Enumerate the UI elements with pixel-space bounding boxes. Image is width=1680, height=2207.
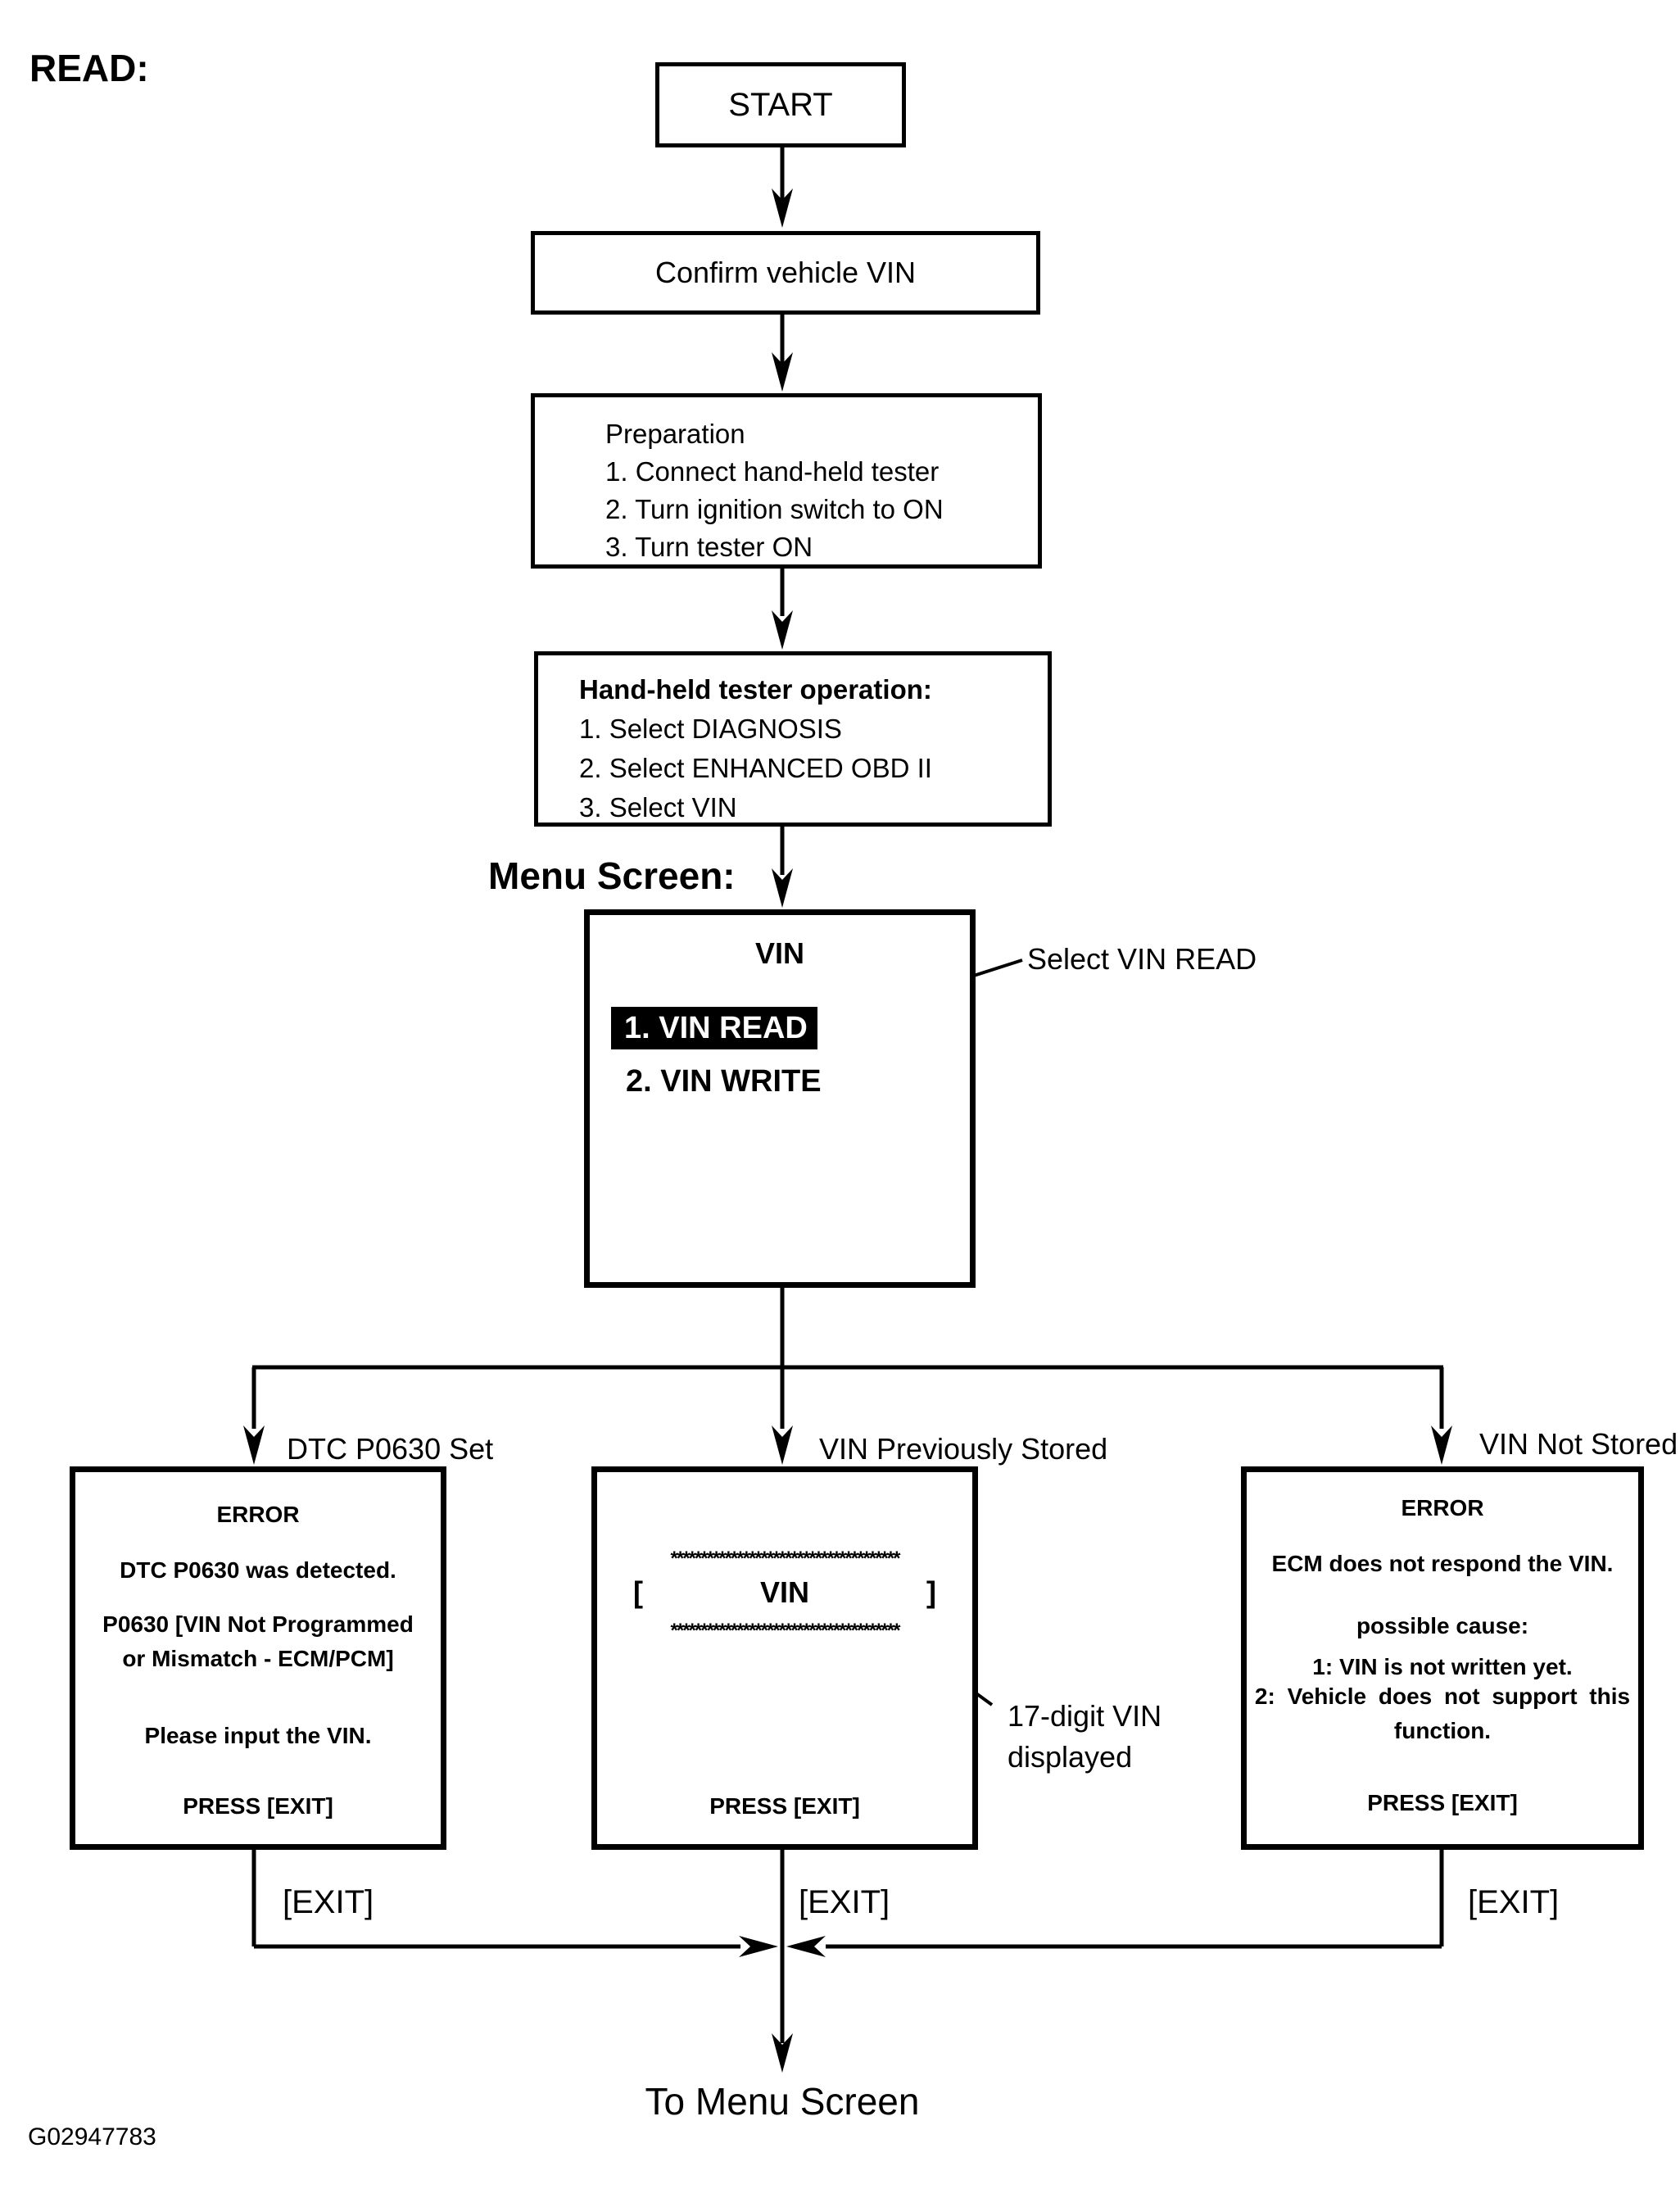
error-ecm-line-1: ECM does not respond the VIN. — [1271, 1551, 1614, 1576]
exit-label-right: [EXIT] — [1468, 1884, 1560, 1920]
vin-display-press-exit: PRESS [EXIT] — [709, 1793, 860, 1819]
error-dtc-line-4: Please input the VIN. — [144, 1723, 372, 1748]
preparation-step-3: 3. Turn tester ON — [605, 532, 813, 562]
error-ecm-line-3: 1: VIN is not written yet. — [1312, 1654, 1573, 1679]
exit-label-middle: [EXIT] — [799, 1884, 890, 1920]
menu-item-vin-read-highlighted: 1. VIN READ — [611, 1007, 817, 1049]
bracket-close: ] — [926, 1575, 936, 1609]
branch-label-not-stored: VIN Not Stored — [1479, 1427, 1678, 1461]
error-dtc-press-exit: PRESS [EXIT] — [183, 1793, 333, 1819]
error-ecm-line-2: possible cause: — [1356, 1613, 1529, 1638]
arrowhead-merge-from-right — [786, 1936, 826, 1957]
arrowhead-into-vin-display — [772, 1425, 793, 1465]
error-ecm-press-exit: PRESS [EXIT] — [1367, 1790, 1518, 1815]
preparation-title: Preparation — [605, 419, 745, 449]
tester-operation-step-3: 3. Select VIN — [579, 792, 737, 823]
error-dtc-line-3: or Mismatch - ECM/PCM] — [122, 1646, 394, 1671]
vin-display-stars-top: ************************************** — [670, 1548, 901, 1570]
confirm-vin-box: Confirm vehicle VIN — [531, 231, 1040, 315]
vin-display-bracket-row: [ VIN ] — [633, 1575, 936, 1610]
error-ecm-line-5: function. — [1393, 1718, 1492, 1743]
vin-display-title: VIN — [759, 1575, 809, 1609]
tester-operation-step-2: 2. Select ENHANCED OBD II — [579, 753, 932, 783]
branch-label-previously-stored: VIN Previously Stored — [819, 1432, 1108, 1466]
tester-operation-box: Hand-held tester operation: 1. Select DI… — [534, 651, 1052, 827]
figure-id: G02947783 — [28, 2123, 156, 2150]
page-title: READ: — [29, 47, 149, 89]
seventeen-digit-vin-line-2: displayed — [1008, 1740, 1133, 1774]
select-vin-read-annotation: Select VIN READ — [1027, 942, 1257, 976]
menu-item-vin-write: 2. VIN WRITE — [626, 1064, 822, 1099]
arrowheads — [243, 188, 1452, 2073]
error-dtc-title: ERROR — [216, 1502, 300, 1527]
branch-label-dtc-set: DTC P0630 Set — [287, 1432, 494, 1466]
error-ecm-line-4: 2: Vehicle does not support this — [1254, 1684, 1631, 1709]
to-menu-screen-label: To Menu Screen — [645, 2080, 920, 2123]
arrowhead-into-error-ecm — [1431, 1425, 1452, 1465]
start-label: START — [728, 86, 833, 123]
error-dtc-screen: ERROR DTC P0630 was detected. P0630 [VIN… — [70, 1466, 446, 1850]
seventeen-digit-vin-line-1: 17-digit VIN — [1008, 1699, 1162, 1733]
menu-screen-caption: Menu Screen: — [488, 854, 736, 897]
vin-display-screen: ************************************** [… — [591, 1466, 978, 1850]
arrowhead-into-confirm — [772, 188, 793, 228]
bracket-open: [ — [633, 1575, 643, 1609]
arrowhead-merge-from-left — [739, 1936, 778, 1957]
menu-item-vin-read-label: 1. VIN READ — [624, 1010, 808, 1045]
arrowhead-into-tester — [772, 610, 793, 650]
arrowhead-into-error-dtc — [243, 1425, 265, 1465]
start-box: START — [655, 62, 906, 147]
menu-title: VIN — [754, 936, 804, 970]
arrowhead-to-menu-screen — [772, 2033, 793, 2073]
error-dtc-line-2: P0630 [VIN Not Programmed — [102, 1611, 414, 1637]
error-ecm-title: ERROR — [1401, 1495, 1484, 1520]
menu-screen-box: VIN 1. VIN READ 2. VIN WRITE — [584, 909, 976, 1288]
connector-lines — [251, 146, 1444, 2043]
seventeen-digit-vin-annotation: 17-digit VIN displayed — [1008, 1696, 1162, 1778]
error-dtc-line-1: DTC P0630 was detected. — [120, 1557, 396, 1583]
exit-label-left: [EXIT] — [283, 1884, 374, 1920]
preparation-step-1: 1. Connect hand-held tester — [605, 456, 940, 487]
vin-display-stars-bottom: ************************************** — [670, 1620, 901, 1642]
arrowhead-into-menu — [772, 868, 793, 908]
tester-operation-title: Hand-held tester operation: — [579, 674, 932, 705]
arrowhead-into-prep — [772, 352, 793, 392]
tester-operation-step-1: 1. Select DIAGNOSIS — [579, 714, 842, 744]
confirm-vin-label: Confirm vehicle VIN — [654, 256, 917, 289]
preparation-box: Preparation 1. Connect hand-held tester … — [531, 393, 1042, 569]
preparation-step-2: 2. Turn ignition switch to ON — [605, 494, 944, 524]
error-ecm-screen: ERROR ECM does not respond the VIN. poss… — [1241, 1466, 1644, 1850]
